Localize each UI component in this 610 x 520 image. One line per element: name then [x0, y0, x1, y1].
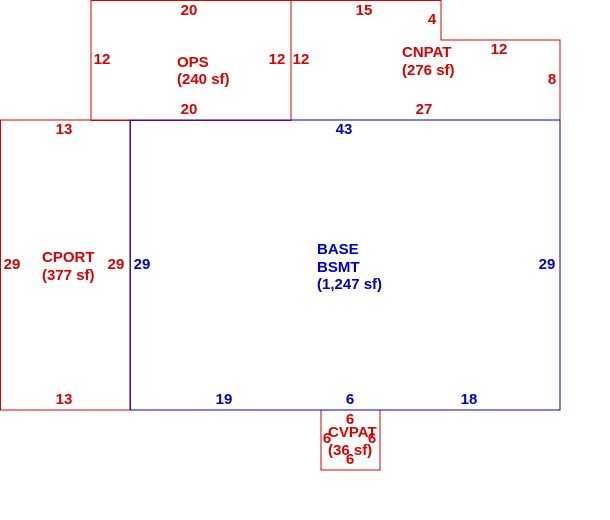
base-dim-top: 43	[336, 121, 353, 138]
cvpat-area-name: CVPAT	[328, 424, 377, 441]
base-area-name: BASE	[317, 241, 359, 258]
cnpat-dim-top: 15	[356, 2, 373, 19]
cvpat-area-size: (36 sf)	[328, 442, 372, 459]
cport-dim-left: 29	[4, 256, 21, 273]
cvpat-dim-top: 6	[346, 411, 354, 428]
cport-area-name: CPORT	[42, 249, 95, 266]
cnpat-dim-notch-v: 4	[428, 11, 437, 28]
base-dim-bottom-mid: 6	[346, 391, 354, 408]
cnpat-dim-right: 8	[548, 71, 556, 88]
ops-area-size: (240 sf)	[177, 71, 230, 88]
cport-dim-right: 29	[108, 256, 125, 273]
cvpat-dim-left: 6	[323, 430, 331, 447]
ops-dim-top: 20	[181, 2, 198, 19]
base-dim-left: 29	[134, 256, 151, 273]
ops-dim-left: 12	[94, 51, 111, 68]
base-dim-right: 29	[539, 256, 556, 273]
cnpat-dim-notch-h: 12	[491, 41, 508, 58]
base-outline	[129, 119, 561, 411]
base-area-size: (1,247 sf)	[317, 276, 382, 293]
base-dim-bottom-right: 18	[461, 391, 478, 408]
ops-dim-bottom: 20	[181, 101, 198, 118]
ops-area-name: OPS	[177, 54, 209, 71]
cvpat-dim-right: 6	[368, 430, 376, 447]
cport-dim-top: 13	[56, 121, 73, 138]
cport-dim-bottom: 13	[56, 391, 73, 408]
ops-dim-right: 12	[269, 51, 286, 68]
cport-area-size: (377 sf)	[42, 267, 95, 284]
cnpat-area-size: (276 sf)	[402, 62, 455, 79]
cnpat-dim-left: 12	[293, 51, 310, 68]
cnpat-dim-bottom: 27	[416, 101, 433, 118]
base-area-name2: BSMT	[317, 259, 360, 276]
cvpat-dim-bottom: 6	[346, 451, 354, 468]
cnpat-area-name: CNPAT	[402, 44, 451, 61]
base-dim-bottom-left: 19	[216, 391, 233, 408]
